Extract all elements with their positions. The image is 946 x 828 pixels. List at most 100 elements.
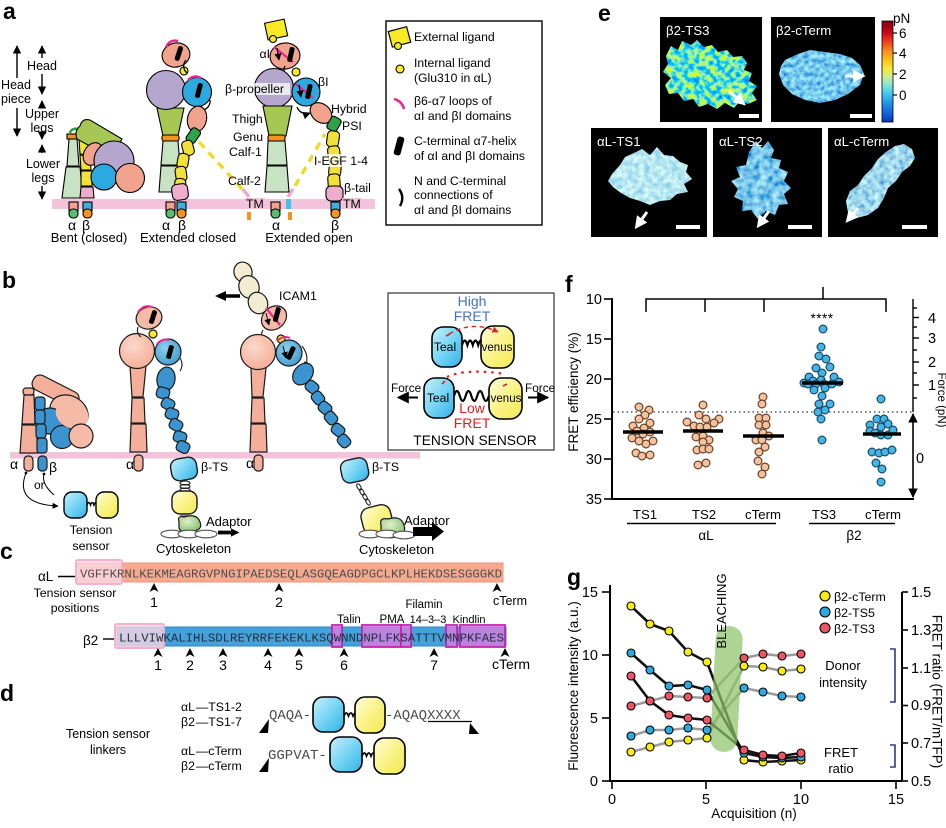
svg-text:b: b	[2, 267, 16, 293]
svg-text:β: β	[178, 217, 186, 233]
svg-text:1.1: 1.1	[911, 661, 931, 677]
svg-text:αL: αL	[181, 700, 195, 714]
svg-text:5: 5	[295, 657, 303, 673]
svg-text:Cytoskeleton: Cytoskeleton	[156, 541, 231, 556]
svg-text:piece: piece	[1, 92, 31, 106]
svg-text:4: 4	[264, 657, 272, 673]
svg-text:β6-α7 loops of: β6-α7 loops of	[414, 94, 492, 108]
svg-text:sensor: sensor	[72, 539, 109, 553]
svg-text:β2: β2	[181, 715, 195, 729]
svg-text:β2: β2	[846, 528, 861, 543]
svg-text:—TS1-7: —TS1-7	[196, 715, 242, 729]
svg-text:External ligand: External ligand	[414, 30, 495, 44]
svg-text:cTerm: cTerm	[492, 656, 530, 672]
svg-text:10: 10	[793, 792, 809, 808]
svg-text:1: 1	[150, 594, 158, 610]
svg-text:α: α	[10, 456, 18, 472]
svg-text:venus: venus	[491, 393, 522, 405]
svg-text:αL-TS1: αL-TS1	[597, 134, 641, 149]
svg-text:β-TS: β-TS	[372, 460, 399, 474]
svg-text:Internal ligand: Internal ligand	[414, 56, 491, 70]
svg-text:αI and βI domains: αI and βI domains	[414, 109, 511, 123]
svg-text:C-terminal α7-helix: C-terminal α7-helix	[414, 134, 517, 148]
svg-text:f: f	[565, 271, 573, 297]
svg-text:β: β	[49, 459, 57, 475]
svg-text:venus: venus	[482, 342, 513, 354]
svg-text:FRET ratio (FRET/mTFP): FRET ratio (FRET/mTFP)	[930, 615, 945, 769]
svg-text:3: 3	[928, 331, 936, 347]
svg-text:2: 2	[928, 355, 936, 371]
svg-text:β-tail: β-tail	[344, 181, 371, 195]
svg-text:0.9: 0.9	[911, 698, 931, 714]
svg-text:α: α	[246, 455, 254, 471]
svg-text:Force: Force	[391, 381, 422, 395]
svg-text:7: 7	[430, 657, 438, 673]
svg-text:c: c	[0, 538, 13, 564]
svg-text:Low: Low	[459, 400, 486, 416]
svg-text:of αI and βI domains: of αI and βI domains	[414, 149, 525, 163]
svg-text:g: g	[567, 564, 581, 590]
svg-text:e: e	[598, 0, 611, 26]
svg-text:β2-cTerm: β2-cTerm	[834, 590, 886, 604]
svg-text:Upper: Upper	[25, 107, 59, 121]
svg-text:FRET: FRET	[454, 308, 491, 324]
svg-text:Force: Force	[525, 381, 556, 395]
svg-text:legs: legs	[31, 121, 54, 135]
svg-text:Extended open: Extended open	[265, 230, 352, 245]
svg-text:****: ****	[810, 311, 833, 326]
svg-text:6: 6	[340, 657, 348, 673]
svg-text:ICAM1: ICAM1	[279, 289, 317, 303]
svg-text:linkers: linkers	[90, 743, 126, 757]
svg-text:Teal: Teal	[434, 340, 456, 354]
svg-text:Talin: Talin	[337, 614, 361, 626]
svg-text:β2-TS5: β2-TS5	[834, 606, 875, 620]
svg-text:intensity: intensity	[819, 675, 867, 690]
svg-text:0: 0	[916, 451, 924, 467]
svg-text:β-propeller: β-propeller	[225, 82, 284, 96]
svg-text:10: 10	[586, 292, 602, 308]
svg-text:FRET efficiency (%): FRET efficiency (%)	[566, 332, 581, 452]
svg-text:TS2: TS2	[692, 507, 716, 522]
svg-text:20: 20	[586, 372, 602, 388]
svg-text:Genu: Genu	[233, 130, 263, 144]
svg-text:βI: βI	[318, 75, 329, 89]
svg-text:ratio: ratio	[828, 761, 853, 776]
svg-text:0: 0	[608, 792, 616, 808]
svg-text:β: β	[331, 217, 339, 233]
svg-text:5: 5	[702, 792, 710, 808]
svg-text:2: 2	[275, 594, 283, 610]
svg-text:Adaptor: Adaptor	[206, 514, 252, 529]
svg-text:6: 6	[899, 26, 907, 41]
svg-text:2: 2	[899, 67, 907, 82]
svg-text:Adaptor: Adaptor	[404, 513, 450, 528]
svg-text:Acquisition (n): Acquisition (n)	[711, 806, 797, 821]
svg-text:β2: β2	[181, 759, 195, 773]
svg-text:4: 4	[899, 46, 907, 61]
svg-text:FRET: FRET	[454, 415, 491, 431]
svg-text:High: High	[458, 293, 487, 309]
svg-text:Head: Head	[27, 59, 57, 73]
svg-text:1: 1	[154, 657, 162, 673]
svg-text:TS1: TS1	[633, 507, 657, 522]
svg-text:I-EGF 1-4: I-EGF 1-4	[314, 154, 368, 168]
svg-text:pN: pN	[893, 11, 910, 26]
svg-text:β2-cTerm: β2-cTerm	[776, 23, 831, 38]
svg-text:a: a	[3, 0, 16, 24]
svg-text:Tension: Tension	[70, 523, 113, 537]
svg-text:legs: legs	[32, 171, 55, 185]
svg-text:Tension sensor: Tension sensor	[66, 727, 150, 741]
svg-text:TM: TM	[246, 197, 264, 211]
svg-text:TS3: TS3	[812, 507, 836, 522]
svg-text:N and C-terminal: N and C-terminal	[414, 174, 506, 188]
svg-text:Tension sensor: Tension sensor	[34, 586, 117, 600]
svg-text:β2: β2	[83, 633, 98, 648]
svg-text:positions: positions	[51, 601, 100, 615]
svg-text:αL: αL	[181, 744, 195, 758]
svg-text:α: α	[162, 217, 170, 233]
svg-text:Cytoskeleton: Cytoskeleton	[359, 542, 434, 557]
svg-text:Calf-2: Calf-2	[228, 174, 261, 188]
svg-text:cTerm: cTerm	[745, 507, 781, 522]
svg-text:2: 2	[186, 657, 194, 673]
svg-text:Thigh: Thigh	[232, 112, 263, 126]
svg-text:TENSION SENSOR: TENSION SENSOR	[413, 433, 536, 448]
